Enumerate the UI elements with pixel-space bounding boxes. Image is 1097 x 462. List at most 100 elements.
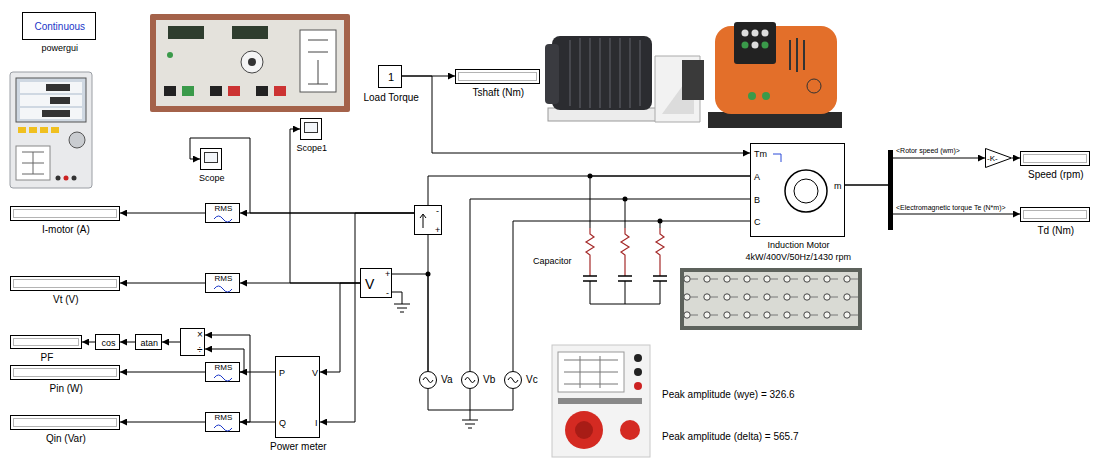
dc-motor-photo [570, 38, 640, 108]
solver-block: Continuouspowergui [22, 12, 96, 40]
block-function: atan [141, 338, 159, 348]
source-symbol [423, 378, 433, 383]
source-symbol [505, 372, 522, 389]
source-name: Va [441, 374, 453, 386]
lab-panel-photo [150, 14, 350, 112]
induction-motor-photo [742, 30, 749, 37]
dc-motor-photo [545, 36, 704, 122]
rc-branch-symbol [618, 276, 632, 281]
waveform-icon [214, 286, 232, 292]
waveform-icon [214, 425, 232, 431]
divide-block: ×÷ [180, 328, 205, 356]
block-name: Load Torque [364, 92, 419, 104]
supply-switch-photo [558, 352, 624, 392]
display-window [13, 418, 117, 427]
supply-switch-photo [552, 345, 650, 457]
power-analyzer-photo [16, 78, 86, 122]
terminal-sign: + [435, 225, 440, 235]
waveform-icon [214, 216, 232, 222]
source-symbol [462, 372, 479, 389]
block-name: Scope [199, 173, 225, 183]
rc-branch-symbol [625, 281, 626, 304]
signal-line [320, 283, 360, 372]
induction-motor-photo [752, 42, 759, 49]
block-name: Pin (W) [50, 383, 83, 395]
gain-block: -K- [985, 148, 1012, 168]
block-name: Td (Nm) [1038, 225, 1075, 237]
block-function: RMS [215, 363, 233, 372]
rms-block: RMS [205, 203, 240, 223]
scope-screen [304, 122, 318, 133]
source-symbol [504, 371, 522, 389]
display-window [1023, 154, 1087, 163]
scope-screen [204, 152, 218, 163]
source-symbol [508, 378, 518, 383]
port-label: I [315, 418, 318, 428]
signal-line [845, 158, 985, 185]
lab-panel-photo [164, 86, 176, 96]
current-arrow-icon [420, 214, 426, 228]
power-analyzer-photo [20, 108, 82, 119]
voltage-measurement: V+- [360, 268, 392, 298]
signal-line [120, 342, 135, 343]
lab-panel-photo [232, 26, 268, 39]
gain-value: -K- [987, 154, 998, 163]
meter-symbol: V [365, 276, 374, 292]
rc-branch-symbol [660, 281, 661, 304]
source-symbol [420, 372, 437, 389]
rc-branch-symbol [653, 276, 667, 281]
rc-branch-symbol [580, 228, 672, 310]
block-name: powergui [42, 43, 79, 53]
supply-switch-photo [620, 420, 640, 440]
machine-symbol [794, 179, 818, 203]
power-analyzer-photo [56, 176, 61, 181]
induction-motor-photo [752, 30, 759, 37]
display-block: Qin (Var) [10, 415, 120, 430]
block-name: PF [41, 352, 54, 364]
block-function: RMS [215, 274, 233, 283]
signal-line [120, 372, 205, 373]
power-analyzer-photo [46, 84, 70, 91]
block-name: Power meter [270, 441, 327, 453]
rc-branch-symbol [621, 228, 629, 276]
solver-type: Continuous [35, 21, 86, 33]
power-wire [428, 176, 750, 205]
signal-line [82, 342, 95, 343]
lab-panel-photo [228, 86, 240, 96]
power-wire [462, 420, 478, 428]
machine-symbol [785, 170, 827, 212]
signal-line [205, 335, 250, 422]
signal-line [120, 422, 205, 423]
display-block: Tshaft (Nm) [455, 69, 540, 84]
induction-motor-photo [762, 30, 769, 37]
dc-motor-photo [682, 60, 704, 100]
lab-panel-photo [256, 86, 268, 96]
power-wire [625, 199, 660, 228]
display-block: I-motor (A) [10, 206, 120, 221]
port-label: V [312, 368, 318, 378]
display-block: Pin (W) [10, 365, 120, 380]
power-analyzer-photo [20, 95, 82, 106]
power-wire [392, 199, 660, 428]
port-sign: × [197, 329, 203, 341]
supply-switch-photo [564, 356, 618, 388]
capacitor-panel-photo [680, 268, 862, 330]
rms-block: RMS [205, 273, 240, 293]
power-wire [394, 304, 410, 312]
induction-motor-photo [807, 79, 821, 93]
rc-branch-symbol [590, 304, 660, 305]
lab-panel-photo [210, 86, 222, 96]
gain-triangle [986, 149, 1012, 168]
lab-panel-photo [167, 52, 173, 58]
power-wire [392, 292, 402, 304]
block-name: I-motor (A) [42, 224, 90, 236]
ac-voltage-source: Vc [504, 371, 522, 389]
signal-line [190, 138, 414, 213]
capacitor-panel-photo [684, 272, 858, 326]
signal-line [290, 129, 360, 283]
rc-branch-symbol [583, 276, 597, 281]
waveform-icon [214, 375, 232, 381]
signal-line [402, 76, 750, 153]
